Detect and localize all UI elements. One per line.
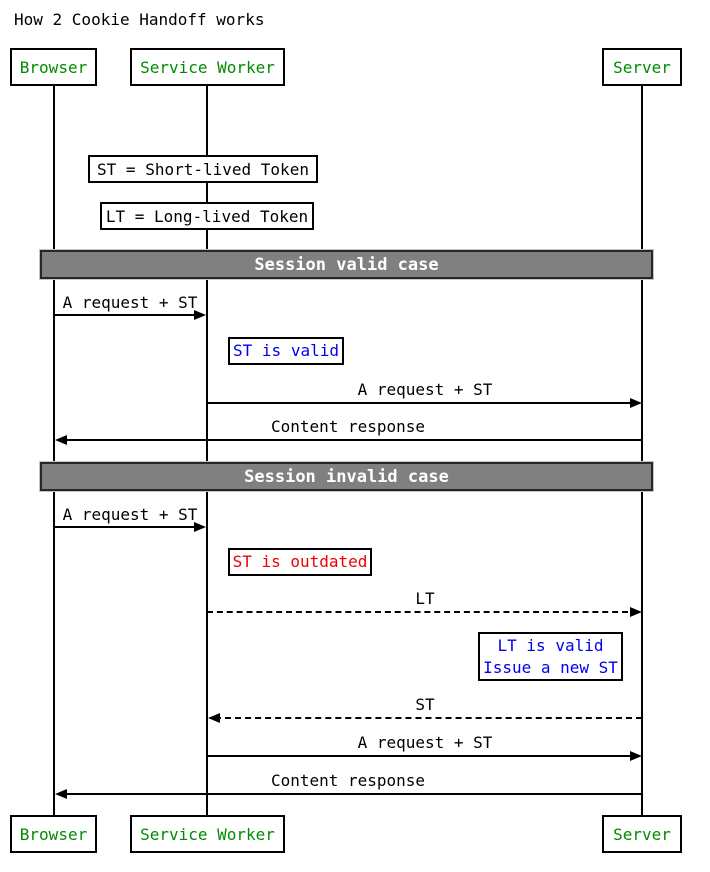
actor-box-browser-bottom: Browser <box>10 815 97 853</box>
section-bar-session-valid: Session valid case <box>40 250 653 279</box>
status-note-lt-valid-line1: LT is valid <box>497 635 604 655</box>
arrowhead-right-icon <box>194 310 206 320</box>
status-note-lt-valid-line2: Issue a new ST <box>483 657 618 677</box>
message-label: Content response <box>270 771 426 790</box>
lifeline-service-worker <box>206 85 208 816</box>
message-arrow-line <box>61 439 642 441</box>
actor-label-server: Server <box>613 57 671 77</box>
diagram-title: How 2 Cookie Handoff works <box>14 10 265 29</box>
section-bar-session-invalid: Session invalid case <box>40 462 653 491</box>
message-arrow-line <box>207 755 632 757</box>
arrowhead-left-icon <box>55 435 67 445</box>
message-label: A request + ST <box>357 380 493 399</box>
message-label: A request + ST <box>62 505 198 524</box>
section-bar-session-valid-label: Session valid case <box>254 254 439 275</box>
actor-label-service-worker: Service Worker <box>140 824 275 844</box>
message-label: LT <box>415 589 435 608</box>
arrowhead-right-icon <box>194 522 206 532</box>
message-label: A request + ST <box>357 733 493 752</box>
actor-label-server: Server <box>613 824 671 844</box>
actor-label-browser: Browser <box>19 57 88 77</box>
message-arrow-line-dashed <box>215 717 642 719</box>
legend-note-st-label: ST = Short-lived Token <box>97 159 309 179</box>
arrowhead-left-icon <box>208 713 220 723</box>
actor-label-service-worker: Service Worker <box>140 57 275 77</box>
actor-box-server-top: Server <box>602 48 682 86</box>
legend-note-lt-label: LT = Long-lived Token <box>105 206 309 226</box>
actor-box-service-worker-top: Service Worker <box>130 48 285 86</box>
legend-note-lt: LT = Long-lived Token <box>100 202 314 230</box>
arrowhead-right-icon <box>630 398 642 408</box>
message-arrow-line <box>55 526 196 528</box>
actor-box-browser-top: Browser <box>10 48 97 86</box>
arrowhead-left-icon <box>55 789 67 799</box>
message-arrow-line <box>55 314 196 316</box>
status-note-st-valid-label: ST is valid <box>233 341 339 360</box>
actor-box-service-worker-bottom: Service Worker <box>130 815 285 853</box>
message-label: A request + ST <box>62 293 198 312</box>
lifeline-browser <box>53 85 55 816</box>
message-arrow-line <box>61 793 642 795</box>
section-bar-session-invalid-label: Session invalid case <box>244 466 449 487</box>
message-label: Content response <box>270 417 426 436</box>
lifeline-server <box>641 85 643 816</box>
message-arrow-line <box>207 402 632 404</box>
status-note-st-outdated-label: ST is outdated <box>232 552 368 571</box>
message-label: ST <box>415 695 435 714</box>
status-note-st-valid: ST is valid <box>228 337 344 365</box>
message-arrow-line-dashed <box>207 611 628 613</box>
status-note-lt-valid: LT is valid Issue a new ST <box>478 632 623 681</box>
actor-label-browser: Browser <box>19 824 88 844</box>
legend-note-st: ST = Short-lived Token <box>88 155 318 183</box>
actor-box-server-bottom: Server <box>602 815 682 853</box>
arrowhead-right-icon <box>630 751 642 761</box>
arrowhead-right-icon <box>630 607 642 617</box>
status-note-st-outdated: ST is outdated <box>228 548 372 576</box>
